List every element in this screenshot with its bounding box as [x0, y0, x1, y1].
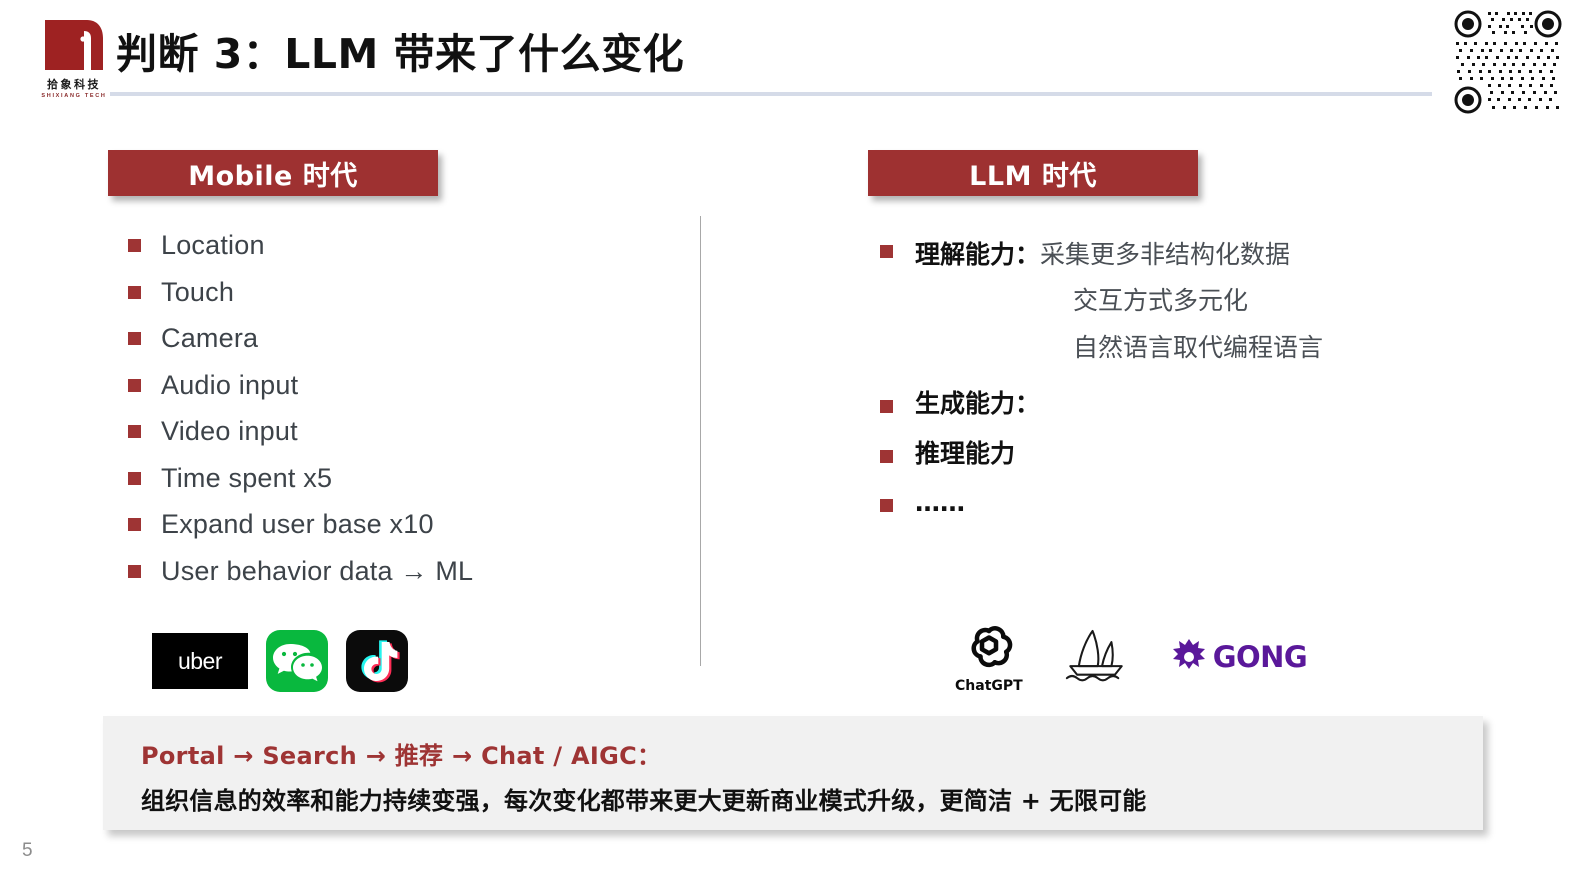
bullet-square-icon — [880, 499, 893, 513]
list-item: Expand user base x10 — [128, 507, 648, 542]
list-item-label: 生成能力： — [915, 388, 1041, 418]
brand-logo: 拾象科技 SHIXIANG TECH — [28, 14, 120, 106]
llm-capability-list: 理解能力： 采集更多非结构化数据 交互方式多元化 自然语言取代编程语言 生成能力… — [880, 232, 1500, 536]
bullet-square-icon — [128, 425, 141, 439]
brand-name-cn: 拾象科技 — [47, 78, 101, 91]
list-item-label: …… — [915, 488, 965, 518]
list-item-label: Audio input — [161, 369, 299, 400]
list-item-detail: 交互方式多元化 — [1073, 287, 1249, 316]
list-item: 生成能力： — [880, 387, 1500, 421]
column-header-llm: LLM 时代 — [868, 150, 1198, 196]
column-divider — [700, 216, 701, 666]
bullet-square-icon — [128, 239, 141, 252]
list-item: …… — [880, 486, 1500, 520]
list-item-label: Expand user base x10 — [161, 509, 434, 540]
uber-logo: uber — [152, 633, 248, 689]
openai-mark-icon — [971, 626, 1013, 668]
list-item: 推理能力 — [880, 437, 1500, 471]
wechat-logo — [266, 630, 328, 692]
brand-name-en: SHIXIANG TECH — [41, 93, 107, 99]
bullet-square-icon — [128, 564, 141, 578]
chatgpt-logo-label: ChatGPT — [955, 678, 1023, 694]
list-item-detail: 采集更多非结构化数据 — [1040, 241, 1291, 269]
page-number: 5 — [22, 840, 33, 861]
mobile-app-logos: uber — [152, 630, 408, 692]
list-item-label: Video input — [161, 416, 298, 447]
column-header-mobile-label: Mobile 时代 — [188, 160, 358, 192]
page-title: 判断 3：LLM 带来了什么变化 — [116, 30, 685, 78]
list-item-label: User behavior data → ML — [161, 555, 474, 586]
llm-product-logos: ChatGPT GONG — [955, 620, 1308, 694]
tiktok-logo — [346, 630, 408, 692]
list-item-label: Touch — [161, 276, 235, 307]
bullet-square-icon — [128, 378, 141, 392]
gong-logo-label: GONG — [1212, 640, 1308, 674]
gong-logo: GONG — [1169, 637, 1308, 677]
list-item: Audio input — [128, 368, 648, 403]
mobile-feature-list: Location Touch Camera Audio input Video … — [128, 228, 648, 600]
list-item: Video input — [128, 414, 648, 449]
list-item: Time spent x5 — [128, 461, 648, 496]
column-header-llm-label: LLM 时代 — [969, 160, 1097, 192]
bullet-square-icon — [880, 245, 893, 258]
bullet-square-icon — [880, 399, 893, 413]
title-divider — [110, 92, 1432, 96]
list-item: User behavior data → ML — [128, 554, 648, 589]
elephant-logo-icon — [43, 14, 105, 72]
summary-banner: Portal → Search → 推荐 → Chat / AIGC： 组织信息… — [103, 716, 1483, 830]
bullet-square-icon — [128, 285, 141, 299]
list-item: Camera — [128, 321, 648, 356]
summary-line-2: 组织信息的效率和能力持续变强，每次变化都带来更大更新商业模式升级，更简洁 + 无… — [141, 787, 1147, 815]
list-item-label: Location — [161, 230, 265, 260]
bullet-square-icon — [128, 518, 141, 532]
midjourney-logo — [1053, 625, 1139, 690]
list-item: Location — [128, 228, 648, 263]
list-item-label: 推理能力 — [915, 438, 1016, 468]
bullet-square-icon — [880, 449, 893, 463]
bullet-square-icon — [128, 471, 141, 485]
list-item-detail: 自然语言取代编程语言 — [1073, 333, 1324, 362]
summary-line-1: Portal → Search → 推荐 → Chat / AIGC： — [141, 742, 662, 770]
column-header-mobile: Mobile 时代 — [108, 150, 438, 196]
list-item-label: Camera — [161, 323, 259, 354]
list-item: Touch — [128, 275, 648, 310]
qr-code-icon — [1452, 8, 1564, 116]
bullet-square-icon — [128, 332, 141, 346]
uber-logo-label: uber — [177, 647, 223, 674]
gong-star-icon — [1172, 639, 1205, 669]
list-item-label: 理解能力： — [915, 240, 1041, 269]
list-item-label: Time spent x5 — [161, 462, 333, 493]
list-item: 理解能力： 采集更多非结构化数据 交互方式多元化 自然语言取代编程语言 — [880, 232, 1500, 371]
openai-chatgpt-logo: ChatGPT — [955, 620, 1023, 694]
